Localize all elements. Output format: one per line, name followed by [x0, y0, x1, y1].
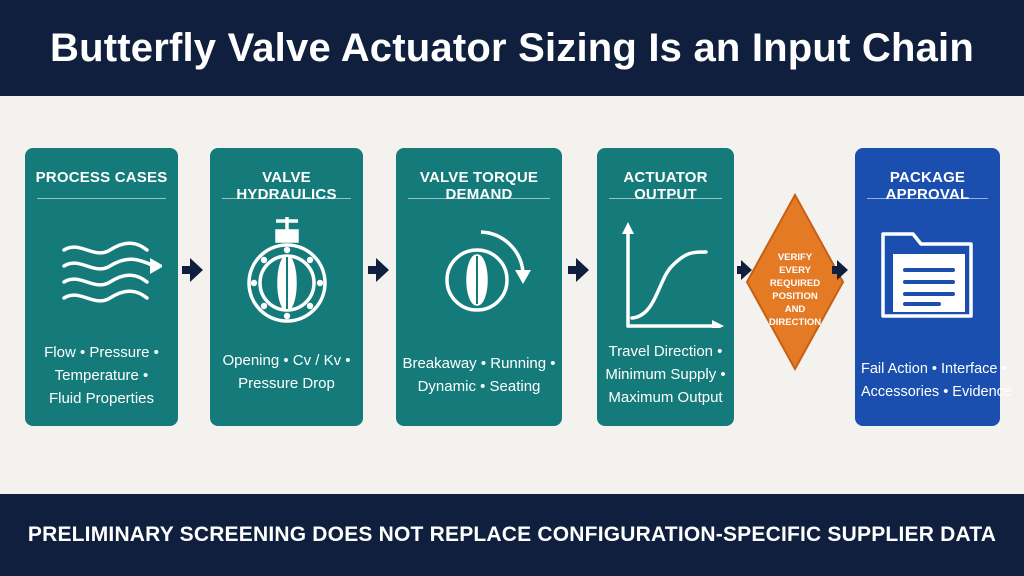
step-inputs: Opening • Cv / Kv • Pressure Drop — [216, 349, 357, 395]
divider — [609, 198, 722, 199]
flow-arrow-icon — [837, 260, 848, 280]
step-line: Opening • Cv / Kv • — [222, 352, 351, 369]
page-title: Butterfly Valve Actuator Sizing Is an In… — [50, 25, 974, 70]
step-inputs: Travel Direction • Minimum Supply • Maxi… — [603, 340, 728, 409]
step-line: Pressure Drop — [238, 375, 335, 392]
verification-diamond: VERIFY EVERY REQUIRED POSITION AND DIREC… — [745, 193, 845, 371]
flow-arrow-shaft — [832, 266, 838, 274]
step-line: Maximum Output — [608, 389, 723, 406]
step-line: Travel Direction • — [608, 343, 723, 360]
diamond-line: EVERY — [779, 265, 811, 276]
disclaimer-banner: PRELIMINARY SCREENING DOES NOT REPLACE C… — [0, 494, 1024, 576]
step-valve-torque-demand: VALVE TORQUE DEMAND Breakaway • Running … — [396, 148, 562, 426]
flow-arrow-icon — [190, 258, 203, 282]
document-folder-icon — [855, 208, 1000, 338]
flow-arrow-shaft — [568, 266, 576, 274]
flow-arrow-shaft — [182, 266, 190, 274]
title-banner: Butterfly Valve Actuator Sizing Is an In… — [0, 0, 1024, 96]
flow-arrow-icon — [741, 260, 752, 280]
step-line: Fluid Properties — [48, 390, 155, 407]
step-package-approval: PACKAGE APPROVAL Fail Action • Interface… — [855, 148, 1012, 426]
flow-arrow-icon — [576, 258, 589, 282]
flow-arrow-shaft — [737, 266, 743, 274]
flow-waves-icon — [25, 208, 178, 338]
disclaimer-text: PRELIMINARY SCREENING DOES NOT REPLACE C… — [27, 523, 997, 546]
flow-arrow-shaft — [368, 266, 376, 274]
diamond-label: VERIFY EVERY REQUIRED POSITION AND DIREC… — [745, 251, 845, 329]
step-line: Fail Action • Interface • — [861, 361, 1007, 377]
step-inputs: Flow • Pressure • Temperature • Fluid Pr… — [31, 341, 172, 410]
divider — [408, 198, 550, 199]
step-inputs: Breakaway • Running • Dynamic • Seating — [402, 352, 556, 398]
divider — [37, 198, 166, 199]
step-line: Flow • Pressure • — [44, 344, 159, 361]
diamond-line: REQUIRED — [769, 278, 821, 289]
step-line: Temperature • — [54, 367, 149, 384]
step-inputs: Fail Action • Interface • Accessories • … — [861, 358, 1012, 404]
divider — [867, 198, 988, 199]
diamond-line: AND — [784, 304, 806, 315]
step-title: PROCESS CASES — [35, 169, 168, 186]
output-curve-chart-icon — [597, 208, 734, 338]
step-line: Accessories • Evidence — [861, 384, 1012, 400]
divider — [222, 198, 351, 199]
step-line: Minimum Supply • — [605, 366, 726, 383]
flow-arrow-icon — [376, 258, 389, 282]
valve-torque-icon — [396, 208, 562, 338]
diamond-line: DIRECTION — [768, 317, 822, 328]
step-process-cases: PROCESS CASES Flow • Pressure • Temperat… — [25, 148, 178, 426]
step-line: Dynamic • Seating — [417, 378, 541, 395]
diamond-line: VERIFY — [777, 252, 813, 263]
diamond-line: POSITION — [772, 291, 818, 302]
butterfly-valve-icon — [210, 208, 363, 338]
step-line: Breakaway • Running • — [402, 355, 556, 372]
step-valve-hydraulics: VALVE HYDRAULICS Opening • Cv / Kv • Pre… — [210, 148, 363, 426]
step-actuator-output: ACTUATOR OUTPUT Travel Direction • Minim… — [597, 148, 734, 426]
